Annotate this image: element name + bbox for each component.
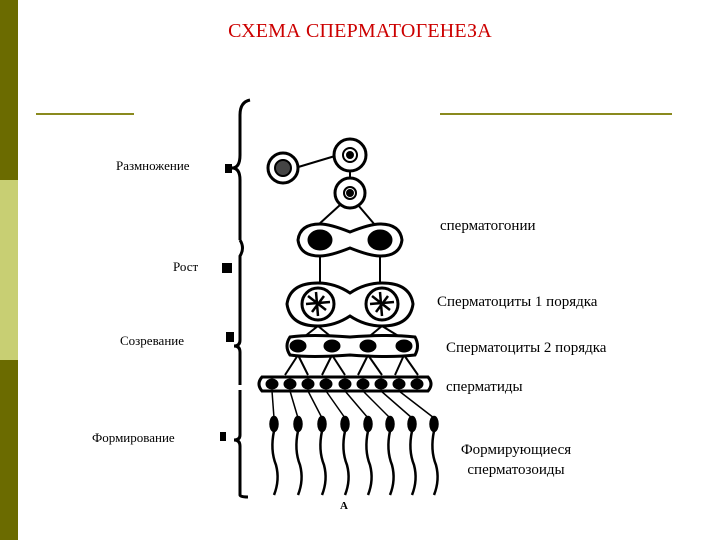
sidebar-stripe-light [0, 180, 18, 360]
label-spermatogonia: сперматогонии [440, 218, 536, 234]
spermatocytes-1 [285, 281, 415, 328]
brace-markers [220, 164, 234, 441]
connections-spermatids [284, 354, 419, 376]
bottom-letter: А [340, 500, 348, 512]
spermatocytes-2 [285, 334, 419, 358]
forming-spermatozoa [269, 415, 439, 496]
stage-label-reproduction: Размножение [116, 158, 190, 173]
spermatogonia-cells [266, 137, 376, 226]
sidebar-stripe-dark [0, 0, 18, 180]
spermatids [257, 375, 433, 393]
slide-title: СХЕМА СПЕРМАТОГЕНЕЗА [228, 20, 492, 42]
sidebar-stripe-dark-bottom [0, 360, 18, 540]
stage-braces [231, 98, 251, 499]
stage-label-growth: Рост [173, 259, 199, 274]
spermatid-threads [271, 390, 435, 419]
right-rule [440, 113, 672, 115]
label-forming-spermatozoa: Формирующиеся сперматозоиды [460, 442, 572, 478]
stage-label-formation: Формирование [92, 430, 175, 445]
left-rule [36, 113, 134, 115]
label-spermatocytes-2: Сперматоциты 2 порядка [446, 340, 607, 356]
connections-growth [319, 256, 381, 285]
stage-label-maturation: Созревание [120, 333, 184, 348]
label-spermatids: сперматиды [446, 379, 523, 395]
label-spermatocytes-1: Сперматоциты 1 порядка [437, 294, 598, 310]
chromosome-marks [305, 291, 395, 317]
dividing-spermatogonium [296, 222, 404, 258]
